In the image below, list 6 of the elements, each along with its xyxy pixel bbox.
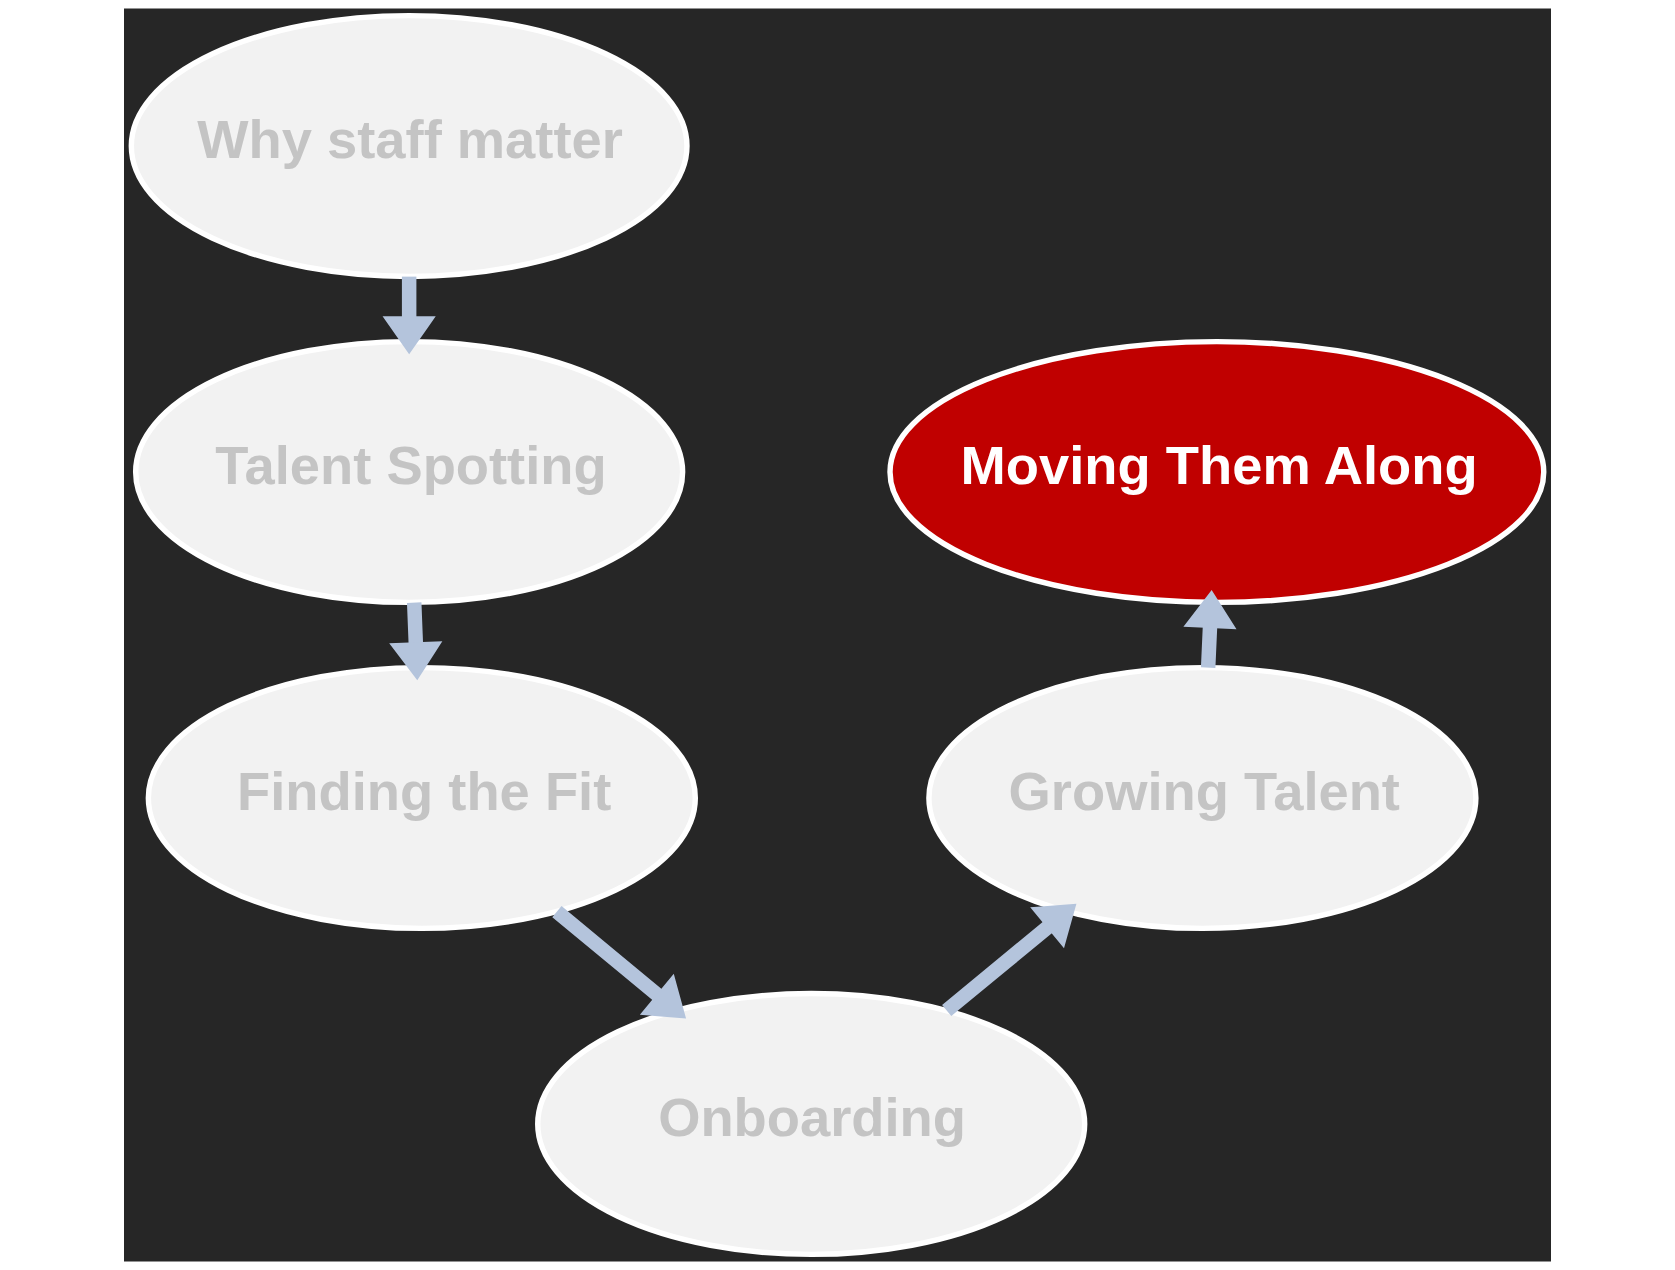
node-ellipse: Moving Them Along [887,338,1547,606]
arrow [1183,590,1237,668]
arrow [552,906,687,1019]
arrow [389,602,443,681]
arrow [942,903,1077,1017]
arrow [382,276,436,355]
